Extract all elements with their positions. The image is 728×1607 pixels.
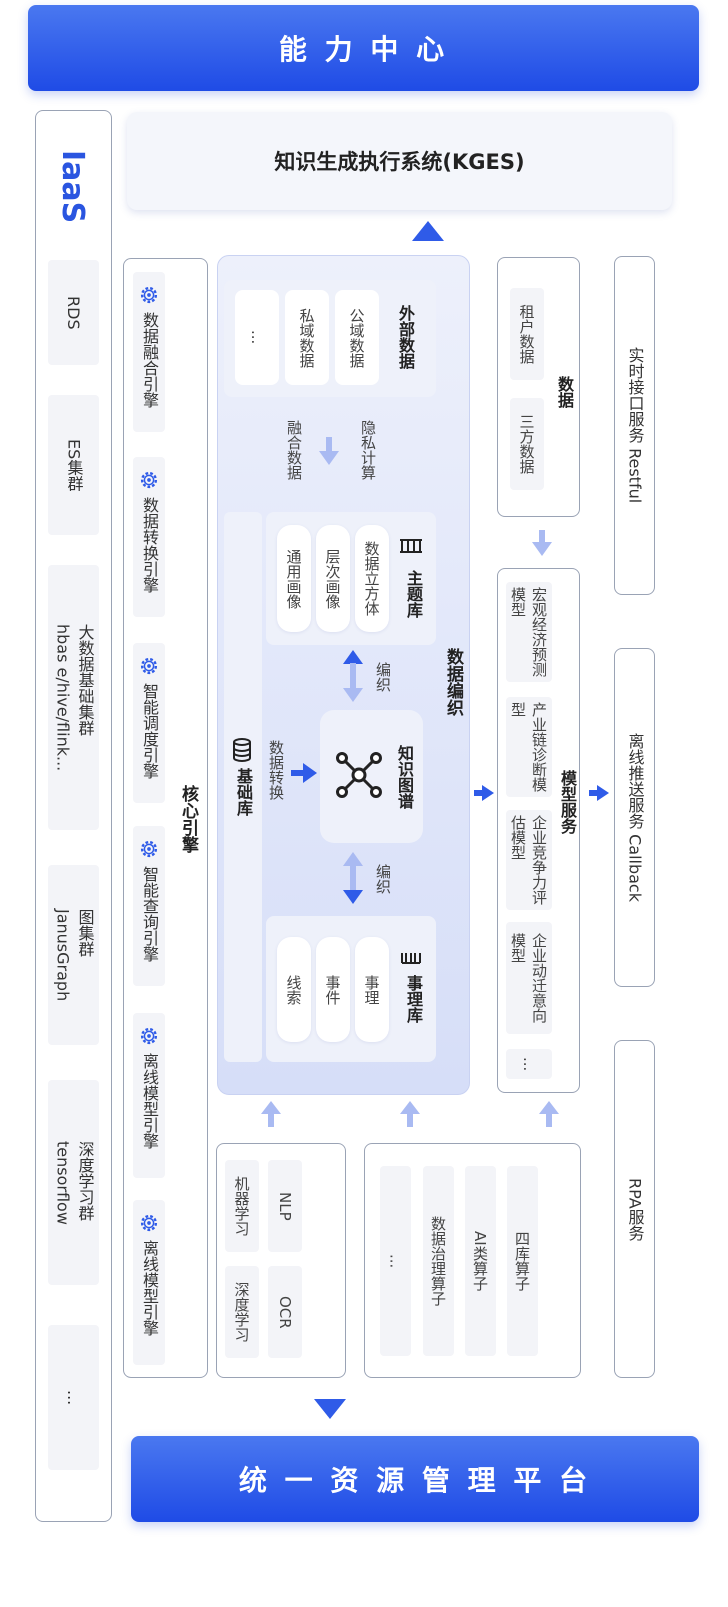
updown-arrow-icon [343,650,363,702]
iaas-item: 大数据基础集群 hbas e/hive/flink... [48,565,99,830]
operator-item: 数据治理算子 [423,1166,454,1356]
operator-item: 四库算子 [507,1166,538,1356]
model-service-title: 模型服务 [558,770,577,834]
database-icon [233,738,251,762]
ai-item: 深度学习 [225,1266,259,1358]
engine-item: 数据融合引擎 [133,272,165,432]
external-data-item: ... [235,290,279,385]
knowledge-graph-box [320,710,423,843]
theme-lib-icon [400,539,422,553]
model-item: 产业链诊断模型 [506,697,552,797]
engine-item: 智能调度引擎 [133,643,165,803]
base-lib-title: 基础库 [234,768,253,816]
up-arrow-icon [261,1101,281,1127]
up-arrow-icon [400,1101,420,1127]
right-arrow-icon [597,785,609,801]
event-lib-icon [401,953,421,964]
engine-item: 离线模型引擎 [133,1013,165,1178]
iaas-item: ES集群 [48,395,99,535]
right-arrow-shaft [474,790,484,796]
down-arrow-icon [314,1399,346,1419]
right-arrow-shaft [589,790,599,796]
kges-title: 知识生成执行系统(KGES) [274,150,525,174]
knowledge-graph-title: 知识图谱 [395,745,414,809]
model-item: 宏观经济预测模型 [506,582,552,682]
operator-item: AI类算子 [465,1166,496,1356]
engine-item: 智能查询引擎 [133,826,165,986]
base-lib-box [224,512,262,1062]
up-arrow-icon [412,221,444,241]
top-banner: 能 力 中 心 [28,5,699,91]
service-box: RPA服务 [614,1040,655,1378]
model-item: ... [506,1049,552,1079]
model-item: 企业竞争力评估模型 [506,810,552,910]
down-arrow-icon [532,530,552,556]
external-data-item: 公域数据 [335,290,379,385]
gear-icon [138,1212,160,1234]
iaas-item: 图集群 JanusGraph [48,865,99,1045]
operator-item: ... [380,1166,411,1356]
data-item: 租户数据 [510,288,544,380]
updown-arrow-icon [343,852,363,904]
data-panel-title: 数据 [555,376,574,408]
iaas-item: ... [48,1325,99,1470]
event-lib-title: 事理库 [404,975,423,1023]
weave-label: 编织 [374,662,392,692]
down-arrow-icon [319,437,339,465]
event-lib-item: 事件 [316,937,350,1042]
gear-icon [138,655,160,677]
engine-item: 离线模型引擎 [133,1200,165,1365]
theme-lib-item: 层次画像 [316,525,350,632]
gear-icon [138,838,160,860]
theme-lib-item: 通用画像 [277,525,311,632]
iaas-item: RDS [48,260,99,365]
core-engines-title: 核心引擎 [178,785,198,853]
external-data-title: 外部数据 [396,305,415,369]
external-data-item: 私域数据 [285,290,329,385]
ai-item: 机器学习 [225,1160,259,1252]
gear-icon [138,469,160,491]
theme-lib-title: 主题库 [404,570,423,618]
ai-item: NLP [268,1160,302,1252]
gear-icon [138,284,160,306]
model-item: 企业动迁意向模型 [506,922,552,1034]
fuse-label: 融合数据 [285,420,303,480]
theme-lib-item: 数据立方体 [355,525,389,632]
event-lib-item: 事理 [355,937,389,1042]
service-box: 实时接口服务 Restful [614,256,655,595]
right-arrow-icon [291,763,317,783]
iaas-item: 深度学习群 tensorflow [48,1080,99,1285]
weave-label: 编织 [374,864,392,894]
event-lib-item: 线索 [277,937,311,1042]
kges-box: 知识生成执行系统(KGES) [127,112,672,210]
ai-item: OCR [268,1266,302,1358]
service-box: 离线推送服务 Callback [614,648,655,987]
core-engines-panel [123,258,208,1378]
privacy-label: 隐私计算 [359,420,377,480]
bottom-banner: 统 一 资 源 管 理 平 台 [131,1436,699,1522]
iaas-title: IaaS [55,150,90,224]
data-item: 三方数据 [510,398,544,490]
up-arrow-icon [539,1101,559,1127]
right-arrow-icon [482,785,494,801]
data-weave-title: 数据编织 [443,648,463,716]
gear-icon [138,1025,160,1047]
convert-label: 数据转换 [267,740,285,800]
engine-item: 数据转换引擎 [133,457,165,617]
graph-network-icon [336,752,382,798]
